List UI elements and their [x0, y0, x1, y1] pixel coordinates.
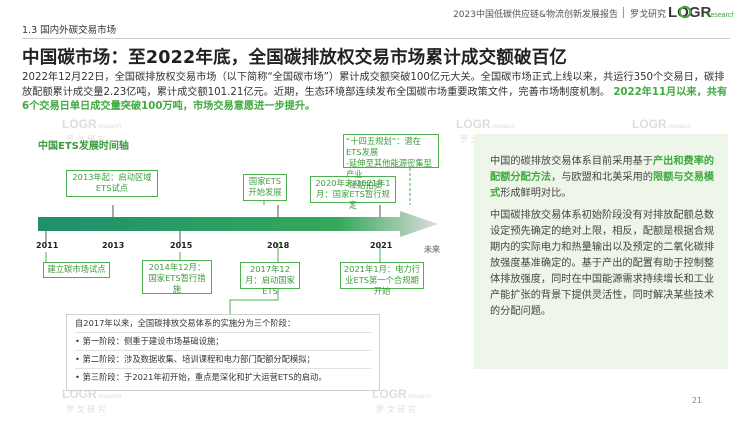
brand-name: 罗戈研究 [629, 10, 666, 20]
stage-item: • 第一阶段：侧重于建设市场基础设施； [75, 336, 224, 346]
panel-text: ，与欧盟和北美采用的 [551, 172, 653, 183]
panel-paragraph-1: 中国的碳排放交易体系目前采用基于产出和费率的配额分配方法，与欧盟和北美采用的限额… [490, 154, 718, 202]
header-separator [623, 7, 624, 18]
svg-text:罗 戈 研 究: 罗 戈 研 究 [66, 134, 106, 144]
panel-highlight: 产出和费率的配额分配方法 [490, 156, 715, 183]
event-2017-dev: 国家ETS开始发展 [243, 174, 287, 201]
timeline-heading: 中国ETS发展时间轴 [38, 141, 129, 152]
year-label: 2015 [170, 241, 193, 250]
plan-item: -延伸至其他能源密集型产业 [346, 158, 432, 179]
svg-text:LOGR: LOGR [456, 117, 491, 131]
panel-highlight: 限额与交易模式 [490, 172, 715, 199]
svg-text:research: research [492, 124, 515, 130]
year-label: 2018 [267, 241, 290, 250]
stage-item: • 第二阶段：涉及数据收集、培训课程和电力部门配额分配模拟； [75, 354, 315, 364]
year-label: 2011 [36, 241, 59, 250]
logr-logo: LOGR research [668, 4, 734, 21]
svg-text:罗 戈 研 究: 罗 戈 研 究 [376, 404, 416, 414]
intro-highlight: 2022年11月以来，共有6个交易日单日成交量突破100万吨，市场交易意愿进一步… [22, 86, 728, 113]
logo-subtext: research [708, 12, 734, 19]
divider [75, 368, 371, 369]
watermark-logo: LOGR research 罗 戈 研 究 [372, 387, 431, 414]
svg-text:research: research [98, 394, 121, 400]
connector [229, 282, 279, 314]
svg-text:LOGR: LOGR [62, 117, 97, 131]
svg-text:LOGR: LOGR [372, 387, 407, 401]
year-label: 2013 [102, 241, 125, 250]
divider [75, 332, 371, 333]
event-2013: 2013年起：启动区域ETS试点 [66, 170, 158, 197]
plan-14th-five-year: “十四五规划”：潜在ETS发展 -延伸至其他能源密集型产业 -津贴拍卖 [343, 134, 439, 190]
report-title: 2023中国低碳供应链&物流创新发展报告 [453, 10, 618, 20]
panel-text: 形成鲜明对比。 [500, 188, 572, 199]
panel-paragraph-2: 中国碳排放交易体系初始阶段没有对排放配额总数设定预先确定的绝对上限，相反，配额是… [490, 210, 715, 317]
explanation-panel: 中国的碳排放交易体系目前采用基于产出和费率的配额分配方法，与欧盟和北美采用的限额… [474, 134, 728, 369]
event-2021: 2021年1月：电力行业ETS第一个合规期开始 [340, 262, 424, 296]
svg-text:罗 戈 研 究: 罗 戈 研 究 [66, 404, 106, 414]
svg-text:research: research [408, 394, 431, 400]
section-divider [22, 38, 730, 39]
stages-title: 自2017年以来，全国碳排放交易体系的实施分为三个阶段： [75, 318, 296, 328]
svg-text:research: research [98, 124, 121, 130]
stages-box: 自2017年以来，全国碳排放交易体系的实施分为三个阶段： • 第一阶段：侧重于建… [66, 314, 380, 391]
page-headline: 中国碳市场：至2022年底，全国碳排放权交易市场累计成交额破百亿 [22, 48, 568, 68]
page-number: 21 [691, 396, 702, 405]
divider [75, 350, 371, 351]
plan-item: -津贴拍卖 [346, 180, 383, 190]
svg-text:LOGR: LOGR [632, 117, 667, 131]
plan-title: “十四五规划”：潜在ETS发展 [346, 136, 421, 157]
svg-text:research: research [668, 124, 691, 130]
event-2011: 建立碳市场试点 [43, 262, 110, 278]
event-2020: 2020年末/2021年1月：国家ETS暂行规定 [310, 176, 396, 210]
event-2017-launch: 2017年12月：启动国家ETS [240, 262, 300, 296]
intro-body: 2022年12月22日，全国碳排放权交易市场（以下简称“全国碳市场”）累计成交额… [22, 72, 725, 98]
watermark-logo: LOGR research 罗 戈 研 究 [62, 117, 121, 144]
year-label: 2021 [370, 241, 393, 250]
stage-item: • 第三阶段：于2021年初开始，重点是深化和扩大运营ETS的启动。 [75, 372, 327, 382]
section-label: 1.3 国内外碳交易市场 [22, 25, 117, 36]
panel-text: 中国的碳排放交易体系目前采用基于 [490, 156, 653, 167]
year-label-future: 未来 [424, 245, 440, 254]
event-2014: 2014年12月：国家ETS暂行措施 [142, 260, 212, 294]
intro-paragraph: 2022年12月22日，全国碳排放权交易市场（以下简称“全国碳市场”）累计成交额… [22, 71, 734, 115]
timeline-arrow [38, 211, 438, 237]
